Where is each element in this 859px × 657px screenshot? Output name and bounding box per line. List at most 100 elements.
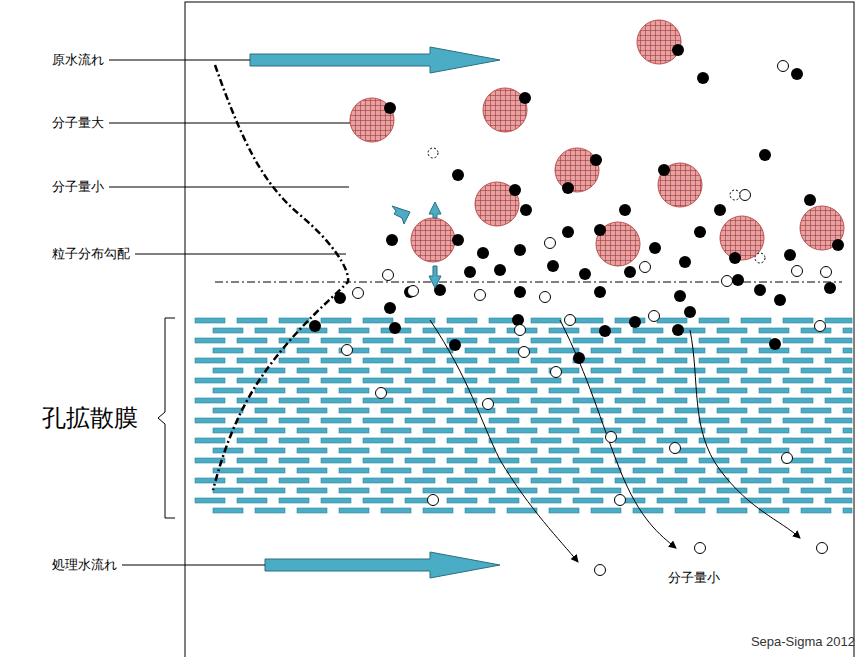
small-molecule	[494, 264, 506, 276]
membrane-brick	[759, 428, 789, 433]
membrane-brick	[195, 318, 225, 323]
small-molecule	[562, 182, 574, 194]
membrane-brick	[843, 448, 852, 453]
membrane-brick	[255, 388, 285, 393]
membrane-brick	[699, 418, 729, 423]
small-molecule	[384, 302, 396, 314]
membrane-brick	[741, 458, 771, 463]
membrane-brick	[279, 378, 309, 383]
membrane-brick	[531, 418, 561, 423]
membrane-brick	[297, 448, 327, 453]
membrane-brick	[717, 368, 747, 373]
membrane-brick	[615, 398, 645, 403]
membrane-brick	[531, 478, 561, 483]
membrane-brick	[741, 498, 771, 503]
membrane-brick	[783, 318, 813, 323]
membrane-brick	[783, 378, 813, 383]
membrane-brick	[297, 388, 327, 393]
small-molecule	[477, 247, 489, 259]
membrane-brick	[255, 508, 285, 513]
membrane-brick	[465, 368, 495, 373]
membrane-brick	[279, 438, 309, 443]
membrane-brick	[423, 468, 453, 473]
membrane-brick	[591, 508, 621, 513]
membrane-brick	[297, 508, 327, 513]
membrane-brick	[321, 438, 351, 443]
membrane-brick	[675, 468, 705, 473]
membrane-brick	[657, 398, 687, 403]
membrane-brick	[573, 438, 603, 443]
membrane-brick	[759, 468, 789, 473]
faint-molecule	[730, 190, 740, 200]
membrane-brick	[447, 498, 477, 503]
membrane-brick	[759, 388, 789, 393]
membrane-brick	[549, 448, 579, 453]
membrane-brick	[843, 388, 852, 393]
membrane-brick	[825, 458, 852, 463]
small-molecule	[464, 266, 476, 278]
membrane-brick	[423, 388, 453, 393]
membrane-brick	[321, 398, 351, 403]
membrane-brick	[507, 448, 537, 453]
membrane-brick	[195, 438, 225, 443]
membrane-brick	[279, 398, 309, 403]
frame	[185, 2, 854, 657]
membrane-brick	[363, 418, 393, 423]
membrane-brick	[801, 448, 831, 453]
small-molecule	[514, 286, 526, 298]
membrane-brick	[321, 478, 351, 483]
membrane-brick	[363, 358, 393, 363]
small-molecule	[579, 268, 591, 280]
membrane-brick	[657, 358, 687, 363]
membrane-brick	[717, 408, 747, 413]
membrane-brick	[843, 348, 852, 353]
membrane-brick	[699, 318, 729, 323]
membrane-brick	[741, 318, 771, 323]
membrane-brick	[717, 388, 747, 393]
membrane-brick	[633, 368, 663, 373]
membrane-brick	[801, 408, 831, 413]
leader-line	[109, 187, 349, 188]
flow-paths	[430, 320, 800, 562]
membrane-brick	[531, 458, 561, 463]
membrane-brick	[423, 408, 453, 413]
membrane-brick	[279, 498, 309, 503]
membrane-brick	[507, 428, 537, 433]
membrane-brick	[825, 398, 852, 403]
permeated-molecule	[695, 543, 706, 554]
small-molecule	[697, 72, 709, 84]
membrane-brick	[699, 498, 729, 503]
membrane-brick	[213, 448, 243, 453]
permeating-molecule	[815, 321, 826, 332]
small-molecule	[512, 314, 524, 326]
membrane-brick	[405, 478, 435, 483]
membrane-brick	[699, 358, 729, 363]
membrane-brick	[549, 508, 579, 513]
particles	[309, 20, 844, 576]
membrane-brick	[489, 338, 519, 343]
permeating-molecule	[649, 311, 660, 322]
small-molecule	[629, 316, 641, 328]
membrane-brick	[717, 448, 747, 453]
membrane-brick	[339, 448, 369, 453]
large-molecule	[555, 148, 599, 192]
permeating-molecule	[782, 453, 793, 464]
membrane-brick	[549, 488, 579, 493]
membrane-brick	[591, 388, 621, 393]
membrane-brick	[489, 458, 519, 463]
membrane-brick	[255, 368, 285, 373]
part-label: 粒子分布勾配	[52, 246, 130, 262]
membrane-brick	[591, 468, 621, 473]
membrane-brick	[531, 358, 561, 363]
membrane-brick	[237, 438, 267, 443]
permeating-molecule	[483, 399, 494, 410]
membrane-brick	[759, 368, 789, 373]
large-molecule	[411, 218, 455, 262]
membrane-brick	[447, 318, 477, 323]
permeating-molecule	[722, 276, 733, 287]
membrane-brick	[465, 348, 495, 353]
small-molecule	[784, 249, 796, 261]
leader-lines	[109, 60, 350, 565]
membrane	[195, 318, 852, 513]
membrane-brick	[531, 378, 561, 383]
